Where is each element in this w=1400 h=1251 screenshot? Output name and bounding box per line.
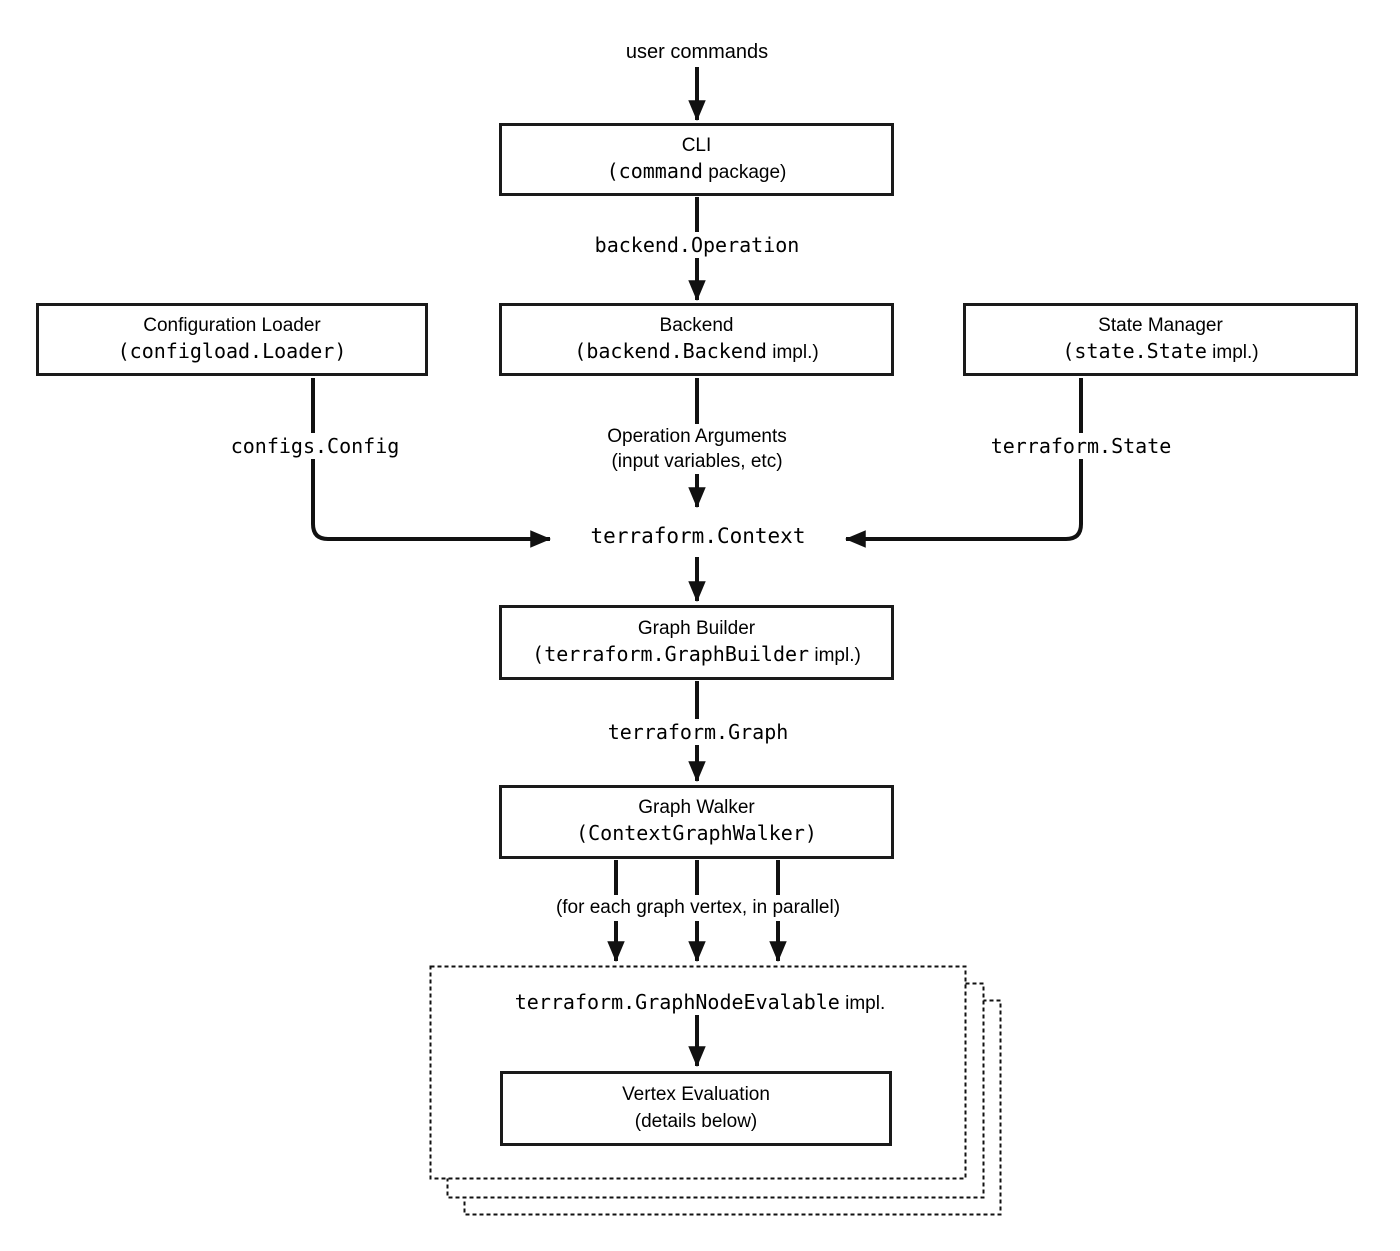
node-state-manager-subtitle: (state.State impl.) [1062, 338, 1258, 367]
node-cli-subtitle-code: (command [606, 158, 703, 183]
label-configs-config: configs.Config [224, 433, 406, 459]
node-backend-subtitle-code: (backend.Backend [574, 338, 767, 363]
label-graph-node-evalable-suffix: impl. [839, 993, 886, 1014]
node-cli: CLI (command package) [499, 123, 894, 196]
label-for-each-graph-vertex: (for each graph vertex, in parallel) [549, 895, 847, 921]
node-graph-walker-subtitle-code: (ContextGraphWalker) [576, 821, 817, 845]
node-configuration-loader-subtitle: (configload.Loader) [118, 338, 347, 367]
node-backend-subtitle-suffix: impl.) [766, 341, 819, 363]
label-terraform-context: terraform.Context [590, 524, 806, 548]
label-graph-node-evalable: terraform.GraphNodeEvalable impl. [515, 989, 886, 1018]
label-graph-node-evalable-code: terraform.GraphNodeEvalable [514, 990, 840, 1014]
label-operation-arguments-line2: (input variables, etc) [611, 451, 783, 472]
node-graph-builder: Graph Builder (terraform.GraphBuilder im… [499, 605, 894, 680]
node-graph-walker: Graph Walker (ContextGraphWalker) [499, 785, 894, 859]
label-operation-arguments-line1: Operation Arguments [607, 426, 787, 447]
node-cli-subtitle: (command package) [607, 158, 787, 187]
edge-statemanager-to-context [844, 378, 1083, 548]
label-user-commands: user commands [625, 41, 769, 63]
node-backend-title: Backend [659, 314, 734, 336]
node-state-manager: State Manager (state.State impl.) [963, 303, 1358, 376]
node-vertex-evaluation-title: Vertex Evaluation [622, 1083, 770, 1105]
node-state-manager-title: State Manager [1098, 314, 1223, 336]
node-cli-title: CLI [681, 134, 712, 156]
node-graph-builder-subtitle-code: (terraform.GraphBuilder [532, 641, 810, 666]
node-backend: Backend (backend.Backend impl.) [499, 303, 894, 376]
label-operation-arguments: Operation Arguments (input variables, et… [601, 424, 793, 474]
node-vertex-evaluation-subtitle-suffix: (details below) [634, 1110, 758, 1132]
node-configuration-loader: Configuration Loader (configload.Loader) [36, 303, 428, 376]
node-configuration-loader-subtitle-code: (configload.Loader) [117, 338, 347, 363]
node-vertex-evaluation-subtitle: (details below) [635, 1107, 758, 1136]
node-graph-builder-subtitle: (terraform.GraphBuilder impl.) [532, 641, 861, 670]
label-terraform-graph: terraform.Graph [601, 719, 795, 745]
node-graph-walker-title: Graph Walker [638, 797, 755, 818]
node-state-manager-subtitle-suffix: impl.) [1206, 341, 1259, 363]
label-terraform-state: terraform.State [984, 433, 1178, 459]
node-state-manager-subtitle-code: (state.State [1062, 338, 1207, 363]
node-graph-walker-subtitle: (ContextGraphWalker) [576, 820, 817, 849]
label-backend-operation: backend.Operation [588, 232, 806, 258]
node-cli-subtitle-suffix: package) [702, 161, 787, 183]
node-vertex-evaluation: Vertex Evaluation (details below) [500, 1071, 892, 1146]
node-graph-builder-title: Graph Builder [637, 617, 756, 639]
node-graph-builder-subtitle-suffix: impl.) [809, 644, 861, 666]
node-backend-subtitle: (backend.Backend impl.) [574, 338, 818, 367]
node-configuration-loader-title: Configuration Loader [143, 314, 321, 336]
edge-configloader-to-context [311, 378, 552, 548]
